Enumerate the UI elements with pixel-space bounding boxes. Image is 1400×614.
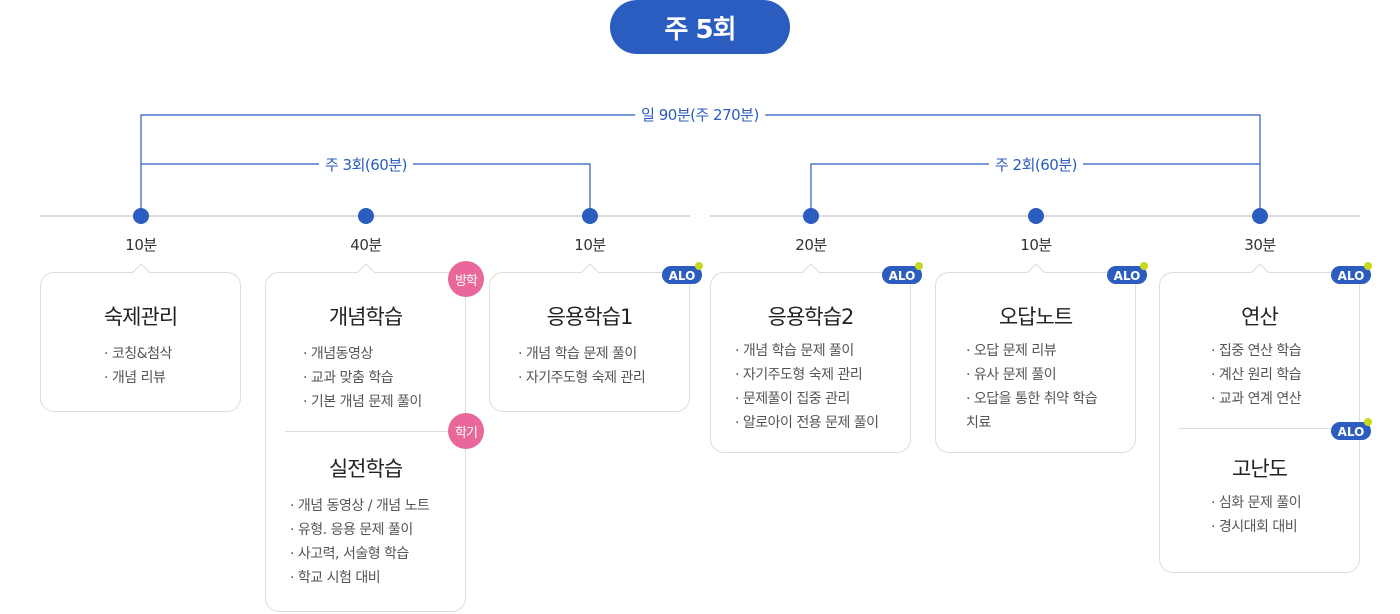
timeline-dot	[1028, 208, 1044, 224]
card-title: 실전학습	[328, 457, 403, 481]
list-item: 심화 문제 풀이	[1211, 491, 1302, 515]
alo-logo-icon: ALO	[882, 262, 923, 284]
card-item-list: 개념동영상 교과 맞춤 학습 기본 개념 문제 풀이	[303, 342, 422, 414]
timeline-dot	[582, 208, 598, 224]
left-group-label: 주 3회(60분)	[318, 154, 414, 175]
list-item: 유사 문제 풀이	[966, 363, 1097, 387]
list-item-continuation: 치료	[966, 415, 991, 431]
svg-text:ALO: ALO	[1338, 425, 1365, 439]
timeline-dot	[133, 208, 149, 224]
list-item: 개념 학습 문제 풀이	[735, 339, 879, 363]
list-item: 학교 시험 대비	[290, 566, 429, 590]
list-item: 개념 학습 문제 풀이	[518, 342, 645, 366]
card-title: 개념학습	[328, 305, 403, 329]
card-title: 응용학습2	[767, 305, 855, 329]
step-minutes: 40분	[350, 236, 382, 254]
list-item: 교과 맞춤 학습	[303, 366, 422, 390]
daily-time-label: 일 90분(주 270분)	[635, 104, 765, 125]
card-divider	[1179, 428, 1360, 429]
card-item-list: 집중 연산 학습 계산 원리 학습 교과 연계 연산	[1211, 339, 1302, 411]
alo-logo-icon: ALO	[1331, 262, 1372, 284]
list-item: 경시대회 대비	[1211, 515, 1301, 539]
card-title: 연산	[1241, 305, 1279, 329]
alo-logo-icon: ALO	[662, 262, 703, 284]
list-item: 자기주도형 숙제 관리	[518, 366, 646, 390]
list-item: 오답을 통한 취약 학습	[966, 387, 1098, 411]
list-item: 유형. 응용 문제 풀이	[290, 518, 429, 542]
timeline-dot	[803, 208, 819, 224]
list-item: 개념 리뷰	[104, 366, 172, 390]
right-bracket-line	[810, 163, 1260, 216]
step-minutes: 10분	[1020, 236, 1052, 254]
card-title: 오답노트	[998, 305, 1073, 329]
card-title: 고난도	[1232, 457, 1288, 481]
semester-badge: 학기	[448, 413, 484, 449]
list-item: 집중 연산 학습	[1211, 339, 1302, 363]
card-item-list: 개념 학습 문제 풀이 자기주도형 숙제 관리 문제풀이 집중 관리 알로아이 …	[735, 339, 879, 435]
svg-text:ALO: ALO	[669, 269, 696, 283]
list-item: 교과 연계 연산	[1211, 387, 1302, 411]
card-title: 응용학습1	[546, 305, 634, 329]
alo-logo-icon: ALO	[1107, 262, 1148, 284]
left-bracket-line	[141, 163, 591, 216]
card-item-list: 오답 문제 리뷰 유사 문제 풀이 오답을 통한 취약 학습 치료	[966, 339, 1098, 435]
svg-text:ALO: ALO	[889, 269, 916, 283]
schedule-title: 주 5회	[610, 0, 790, 54]
card-divider	[285, 431, 466, 432]
list-item: 사고력, 서술형 학습	[290, 542, 429, 566]
card-item-list: 심화 문제 풀이 경시대회 대비	[1211, 491, 1302, 539]
timeline-dot	[1252, 208, 1268, 224]
card-item-list: 코칭&첨삭 개념 리뷰	[104, 342, 172, 390]
list-item: 개념동영상	[303, 342, 422, 366]
list-item: 코칭&첨삭	[104, 342, 172, 366]
list-item: 오답 문제 리뷰	[966, 339, 1097, 363]
list-item: 알로아이 전용 문제 풀이	[735, 411, 879, 435]
list-item: 자기주도형 숙제 관리	[735, 363, 879, 387]
list-item: 계산 원리 학습	[1211, 363, 1302, 387]
right-group-label: 주 2회(60분)	[988, 154, 1084, 175]
step-minutes: 10분	[574, 236, 606, 254]
timeline-dot	[358, 208, 374, 224]
svg-text:ALO: ALO	[1114, 269, 1141, 283]
step-minutes: 20분	[795, 236, 827, 254]
alo-logo-icon: ALO	[1331, 418, 1372, 440]
daily-bracket-line	[140, 114, 1261, 216]
card-item-list: 개념 학습 문제 풀이 자기주도형 숙제 관리	[518, 342, 646, 390]
card-item-list: 개념 동영상 / 개념 노트 유형. 응용 문제 풀이 사고력, 서술형 학습 …	[290, 494, 430, 590]
list-item: 문제풀이 집중 관리	[735, 387, 879, 411]
vacation-badge: 방학	[448, 261, 484, 297]
list-item: 기본 개념 문제 풀이	[303, 390, 422, 414]
step-minutes: 30분	[1244, 236, 1276, 254]
svg-text:ALO: ALO	[1338, 269, 1365, 283]
step-minutes: 10분	[125, 236, 157, 254]
card-title: 숙제관리	[103, 305, 178, 329]
list-item: 개념 동영상 / 개념 노트	[290, 494, 430, 518]
